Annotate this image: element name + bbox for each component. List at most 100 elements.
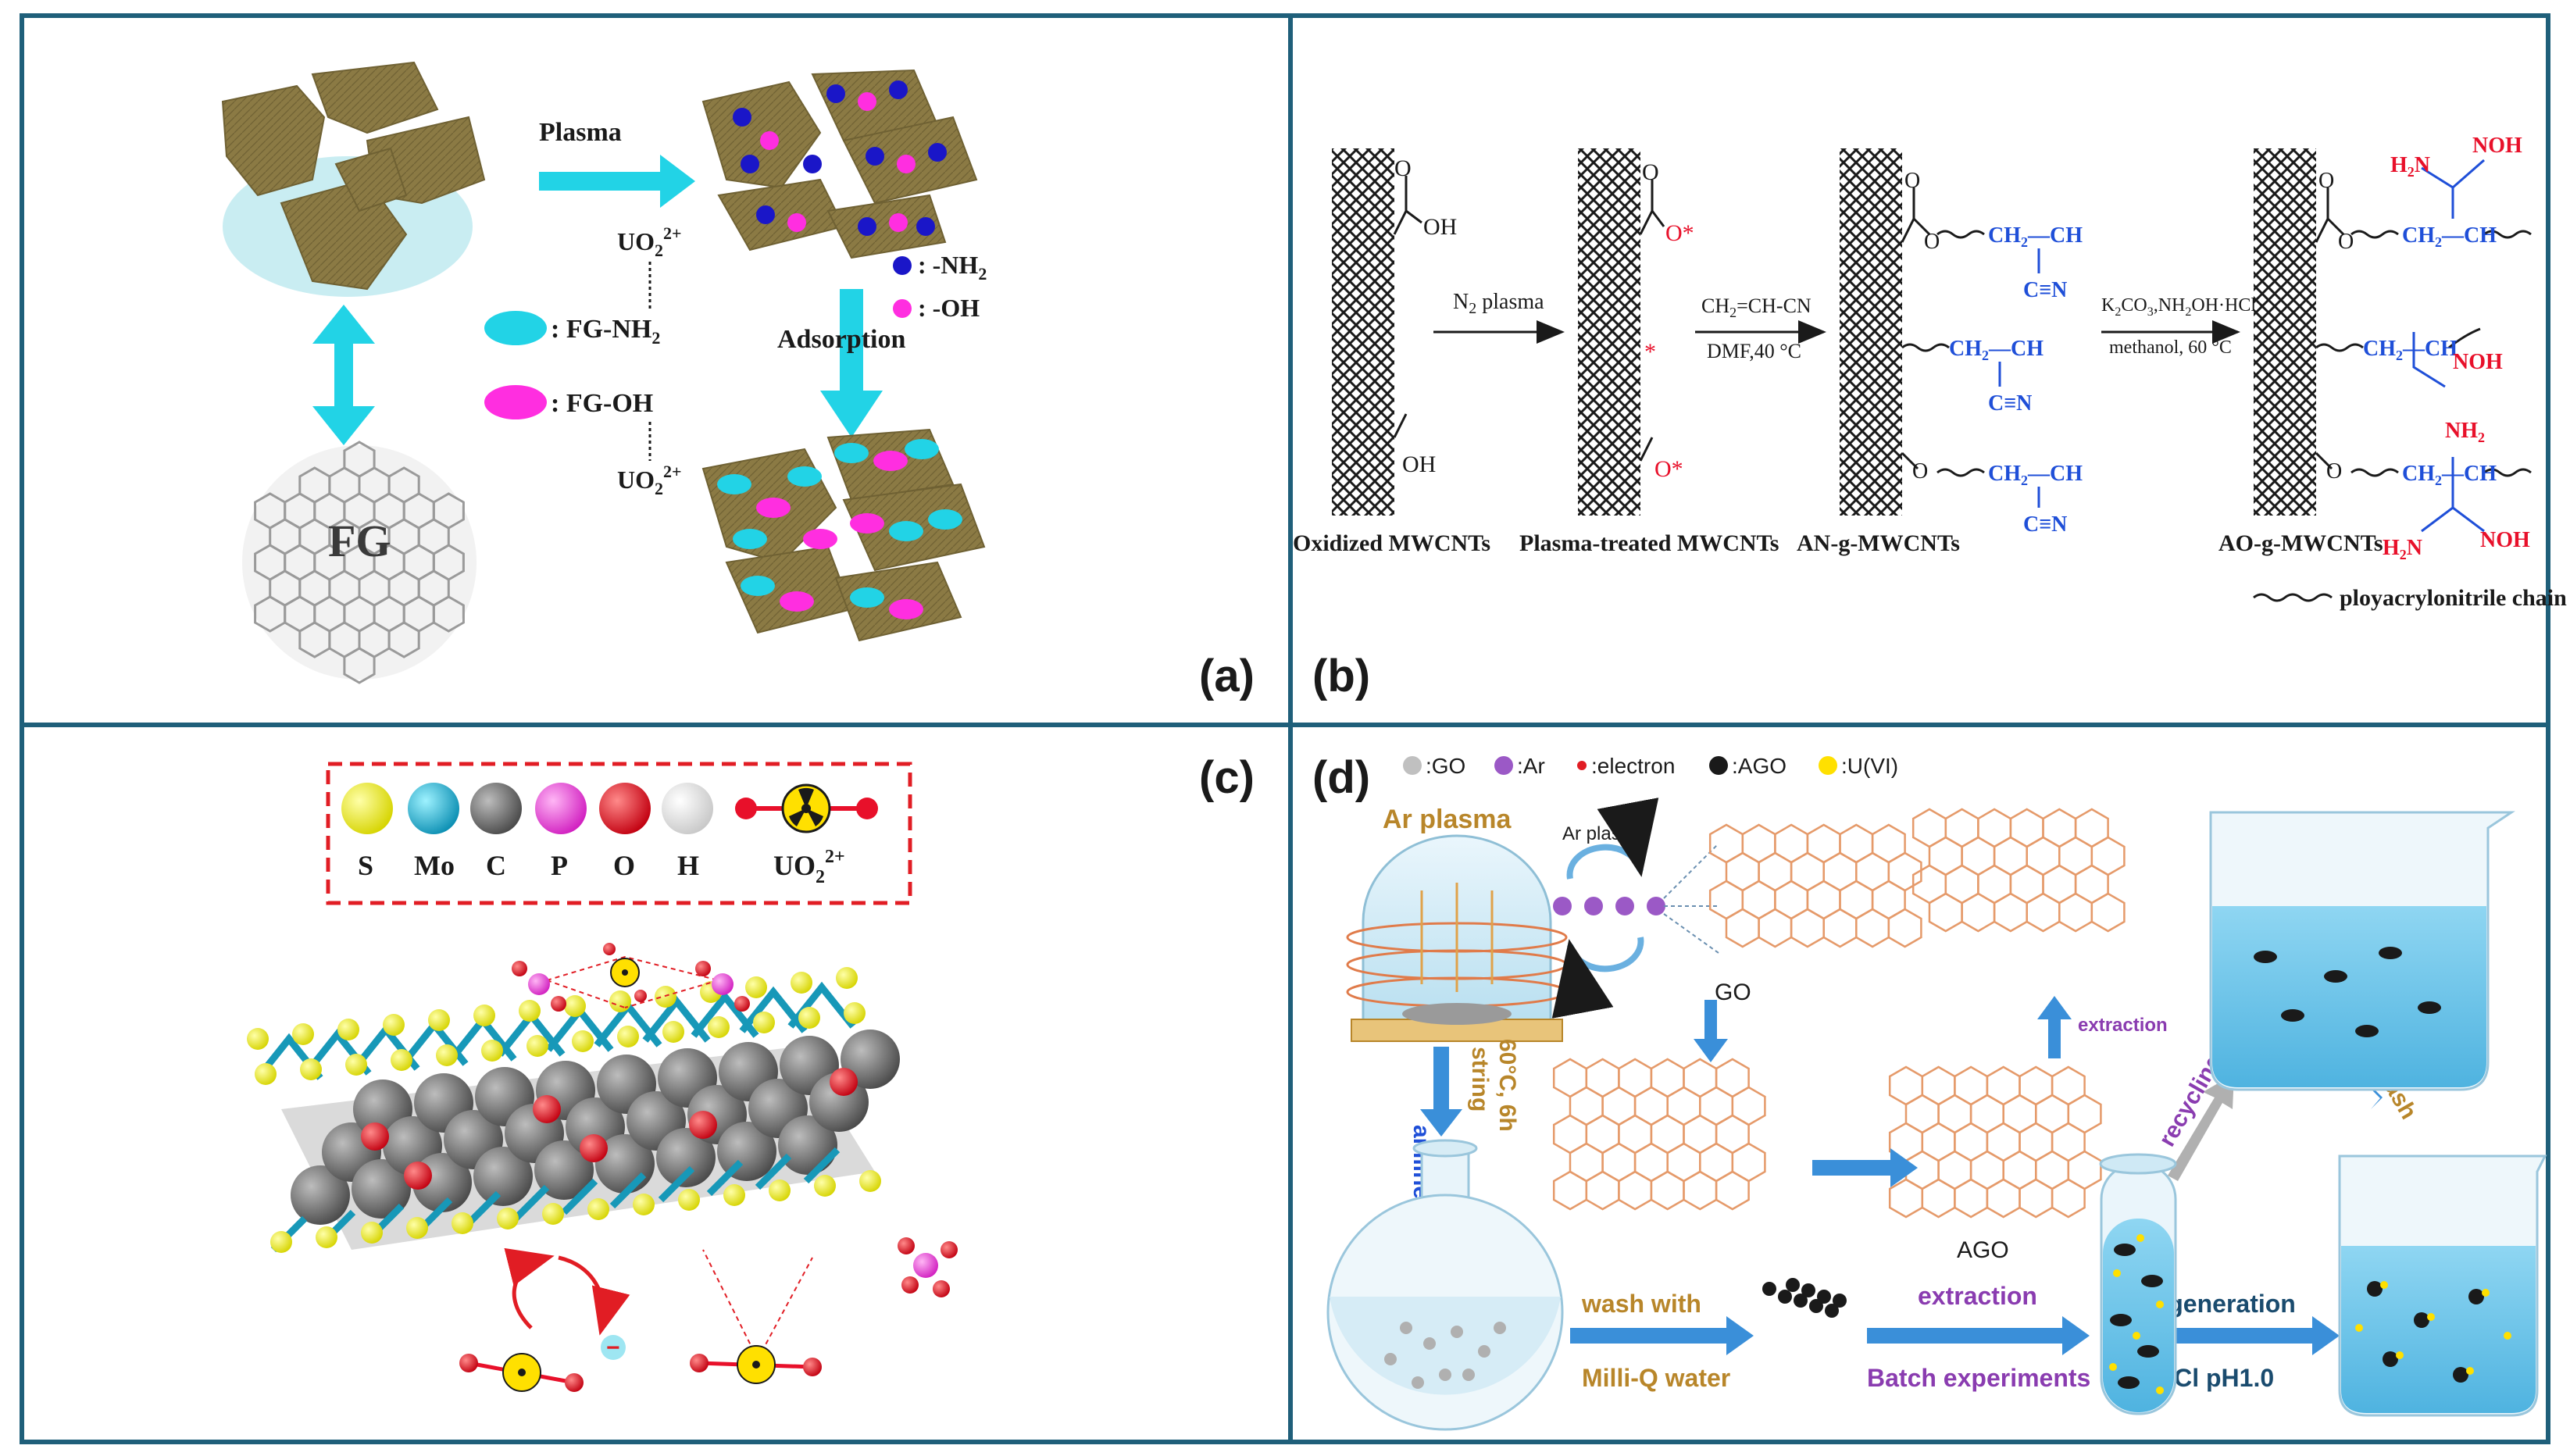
- svg-text:S: S: [358, 850, 373, 881]
- electron-minus: [601, 1335, 626, 1360]
- svg-text:NOH: NOH: [2472, 134, 2522, 158]
- nh2-legend: : -NH2: [918, 251, 987, 284]
- reagent-hydroxylamine: K2CO3,NH2OH·HCl: [2101, 295, 2256, 319]
- svg-text:−: −: [606, 1335, 620, 1361]
- svg-text:OH: OH: [1423, 214, 1457, 240]
- svg-text:O*: O*: [1665, 220, 1694, 246]
- chain-legend-squiggle: [2253, 593, 2333, 602]
- plasma-arrow: [539, 155, 695, 208]
- panel-a: Plasma FG : -N: [221, 61, 1255, 701]
- svg-text::electron: :electron: [1591, 754, 1675, 778]
- adsorbed-ellipses: [717, 439, 962, 619]
- svg-text:C≡N: C≡N: [1988, 391, 2032, 416]
- milliq-label: Milli-Q water: [1582, 1364, 1730, 1392]
- nh2-oh-dots: [733, 80, 947, 236]
- svg-text:O: O: [2338, 230, 2354, 254]
- panel-frame: [20, 13, 2550, 1444]
- nanotube-an-g: [1840, 148, 1902, 516]
- svg-text::U(VI): :U(VI): [1841, 754, 1898, 778]
- svg-text:P: P: [551, 850, 568, 881]
- adsorption-label: Adsorption: [777, 325, 905, 354]
- svg-text:CH2—CH: CH2—CH: [2402, 223, 2497, 250]
- svg-text:NOH: NOH: [2453, 350, 2503, 374]
- adsorption-arrow: [820, 289, 883, 437]
- svg-text:O*: O*: [1654, 456, 1683, 482]
- panel-c-label: (c): [1199, 752, 1255, 803]
- svg-text:CH2—CH: CH2—CH: [1988, 462, 2083, 488]
- chain-legend-label: ployacrylonitrile chain: [2340, 585, 2567, 611]
- svg-text:Mo: Mo: [414, 850, 455, 881]
- svg-text:O: O: [1904, 169, 1920, 193]
- test-tube: [2099, 1153, 2177, 1415]
- svg-text:*: *: [1644, 339, 1656, 365]
- label-an-g: AN-g-MWCNTs: [1797, 530, 1960, 556]
- svg-text:O: O: [613, 850, 635, 881]
- go-label: GO: [1715, 980, 1751, 1005]
- mos2-slab: [247, 967, 900, 1253]
- fg-graphene-ball: FG: [242, 441, 477, 684]
- svg-text::GO: :GO: [1426, 754, 1465, 778]
- stirring-label-1: 60°C, 6h: [1494, 1039, 1520, 1132]
- phosphate-side: [898, 1237, 958, 1297]
- panel-b: O OH OH Oxidized MWCNTs N2 plasma O O* *…: [1293, 134, 2567, 701]
- svg-text:H2N: H2N: [2390, 153, 2430, 180]
- wash-with-label: wash with: [1581, 1290, 1701, 1318]
- svg-text:C: C: [486, 850, 506, 881]
- svg-text:OH: OH: [1402, 451, 1436, 477]
- fg-oh-label: : FG-OH: [551, 389, 653, 418]
- atom-legend-box: [326, 762, 912, 905]
- beaker-bottom: [2338, 1154, 2547, 1417]
- ar-plasma-cycle: Ar plasma: [1551, 798, 1719, 1019]
- double-arrow-vertical: [312, 305, 375, 445]
- reagent-dmf: DMF,40 °C: [1707, 340, 1801, 362]
- svg-text:Ar plasma: Ar plasma: [1562, 823, 1647, 844]
- extraction-label: extraction: [1918, 1282, 2037, 1310]
- svg-text:CH2—CH: CH2—CH: [1988, 223, 2083, 250]
- n2-plasma: N2 plasma: [1453, 290, 1544, 317]
- svg-text::Ar: :Ar: [1517, 754, 1545, 778]
- svg-text:CH2—CH: CH2—CH: [2363, 337, 2458, 363]
- nanotube-plasma-treated: [1578, 148, 1640, 516]
- svg-text:C≡N: C≡N: [2023, 512, 2067, 537]
- svg-text:CH2—CH: CH2—CH: [1949, 337, 2044, 363]
- svg-text:O: O: [1394, 155, 1412, 181]
- panel-d: (d) :GO :Ar :electron :AGO :U(VI) Ar pla…: [1312, 752, 2547, 1431]
- fg-label: FG: [328, 516, 391, 566]
- oh-legend: : -OH: [918, 294, 980, 322]
- panel-d-label: (d): [1312, 752, 1370, 803]
- panel-c: S Mo C P O H UO22+: [247, 752, 1255, 1392]
- reagent-methanol: methanol, 60 °C: [2109, 337, 2232, 358]
- svg-text:Ar plasma: Ar plasma: [1383, 805, 1512, 834]
- nanotube-ao-g: [2254, 148, 2316, 516]
- panel-a-label: (a): [1199, 651, 1255, 701]
- svg-text::AGO: :AGO: [1732, 754, 1787, 778]
- svg-text:O: O: [1642, 159, 1659, 185]
- fg-oh-ellipse: [484, 385, 547, 419]
- stirring-label-2: string: [1467, 1047, 1493, 1112]
- extraction-top-label: extraction: [2078, 1015, 2168, 1036]
- svg-text:C≡N: C≡N: [2023, 278, 2067, 302]
- label-plasma-treated: Plasma-treated MWCNTs: [1519, 530, 1779, 556]
- svg-text:NH2: NH2: [2445, 419, 2485, 445]
- uo2-exchange: −: [459, 1247, 822, 1392]
- recycling-arrow: [2168, 1074, 2234, 1181]
- svg-text:UO22+: UO22+: [773, 847, 845, 887]
- round-flask: [1326, 1139, 1564, 1431]
- uo2-legend-glyph: [735, 783, 878, 833]
- svg-text:O: O: [1912, 459, 1928, 484]
- fg-nh2-label: : FG-NH2: [551, 315, 660, 348]
- uo2-top: UO22+: [617, 223, 682, 260]
- plasma-label: Plasma: [539, 118, 622, 147]
- fg-sheets-plasma: [701, 69, 978, 259]
- reagent-acrylonitrile: CH2=CH-CN: [1701, 294, 1811, 320]
- batch-label: Batch experiments: [1867, 1364, 2090, 1392]
- svg-text:CH2—CH: CH2—CH: [2402, 462, 2497, 488]
- nanotube-oxidized: [1332, 148, 1394, 516]
- label-oxidized: Oxidized MWCNTs: [1293, 530, 1490, 556]
- svg-text:H: H: [677, 850, 699, 881]
- svg-text:H2N: H2N: [2383, 536, 2422, 562]
- ago-label: AGO: [1957, 1237, 2009, 1263]
- ago-particles: [1762, 1278, 1847, 1318]
- svg-text:O: O: [1924, 230, 1940, 254]
